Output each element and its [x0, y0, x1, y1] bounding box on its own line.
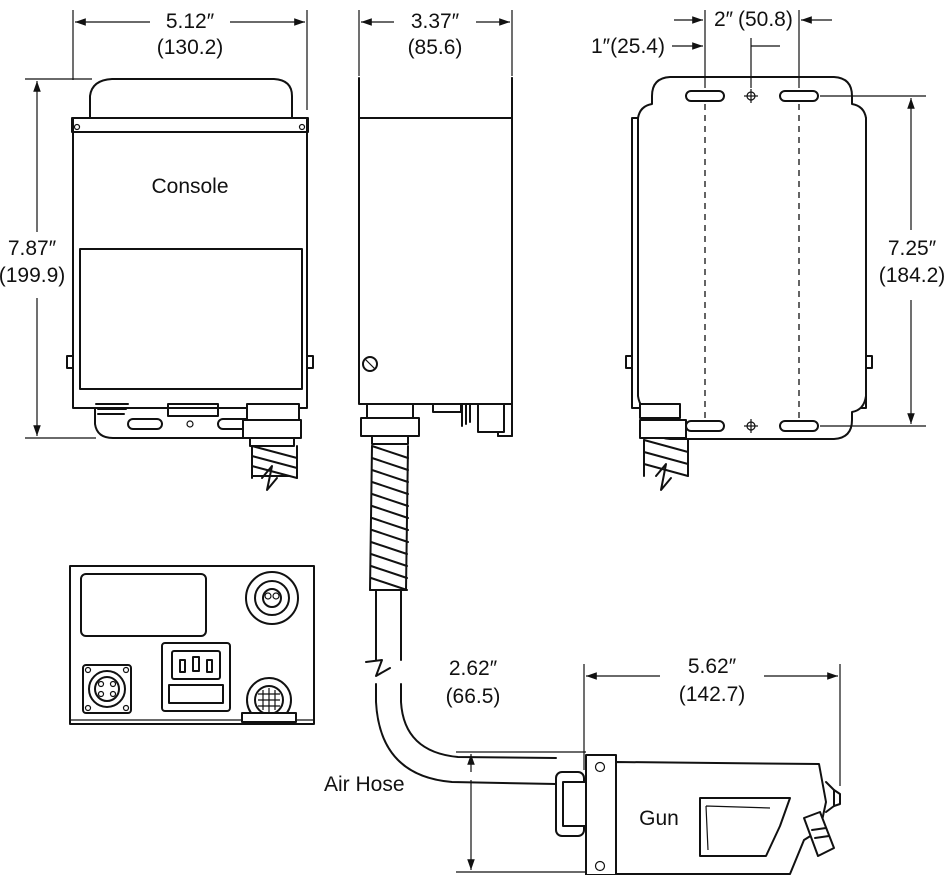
mount-height-inches: 7.25″ — [888, 237, 937, 260]
console-front-view — [66, 78, 314, 491]
console-height-inches: 7.87″ — [8, 237, 57, 260]
gun-length-dimension — [583, 664, 841, 786]
console-height-dimension — [25, 78, 96, 439]
console-depth-mm: (85.6) — [408, 36, 463, 59]
air-fitting-outer — [245, 571, 299, 625]
connector-panel — [69, 565, 315, 725]
power-inlet — [161, 642, 231, 712]
gun — [555, 754, 841, 875]
console-width-mm: (130.2) — [157, 36, 224, 59]
console-label-panel — [79, 248, 303, 390]
gun-length-inches: 5.62″ — [688, 655, 737, 678]
console-side-view — [358, 77, 513, 445]
air-hose-break — [365, 659, 391, 677]
console-label: Console — [151, 175, 228, 198]
console-hose-break — [261, 465, 278, 491]
console-height-mm: (199.9) — [0, 264, 65, 287]
mount-spacing-inches: 2″ — [714, 8, 734, 31]
mount-spacing-dimension — [672, 10, 832, 88]
mount-height-mm: (184.2) — [879, 264, 946, 287]
mount-spacing-mm: (50.8) — [738, 8, 793, 31]
air-hose — [365, 589, 557, 785]
mounting-slot — [779, 90, 819, 102]
console-width-inches: 5.12″ — [166, 10, 215, 33]
gun-length-mm: (142.7) — [679, 683, 746, 706]
mounting-slot — [779, 420, 819, 432]
gun-flange — [585, 754, 617, 875]
console-width-dimension — [72, 10, 308, 110]
gun-handle — [699, 797, 791, 857]
connector-panel-body — [69, 565, 315, 725]
console-body — [72, 117, 308, 409]
mounting-slot — [685, 90, 725, 102]
console-depth-dimension — [358, 10, 513, 76]
gun-connector — [82, 664, 132, 714]
gun-height-inches: 2.62″ — [449, 657, 498, 680]
console-depth-inches: 3.37″ — [411, 10, 460, 33]
console-rear-view — [625, 76, 873, 491]
mount-offset: 1″(25.4) — [591, 35, 665, 58]
air-hose-coiled — [369, 445, 409, 591]
air-hose-label: Air Hose — [324, 773, 405, 796]
gun-trigger-clip — [803, 811, 835, 857]
gun-height-dimension — [456, 751, 586, 873]
panel-label-area — [80, 573, 207, 637]
gun-height-mm: (66.5) — [446, 685, 501, 708]
mounting-plate — [637, 76, 867, 440]
gun-label: Gun — [639, 807, 679, 830]
mount-height-dimension — [820, 95, 926, 427]
side-view-body — [358, 117, 513, 405]
